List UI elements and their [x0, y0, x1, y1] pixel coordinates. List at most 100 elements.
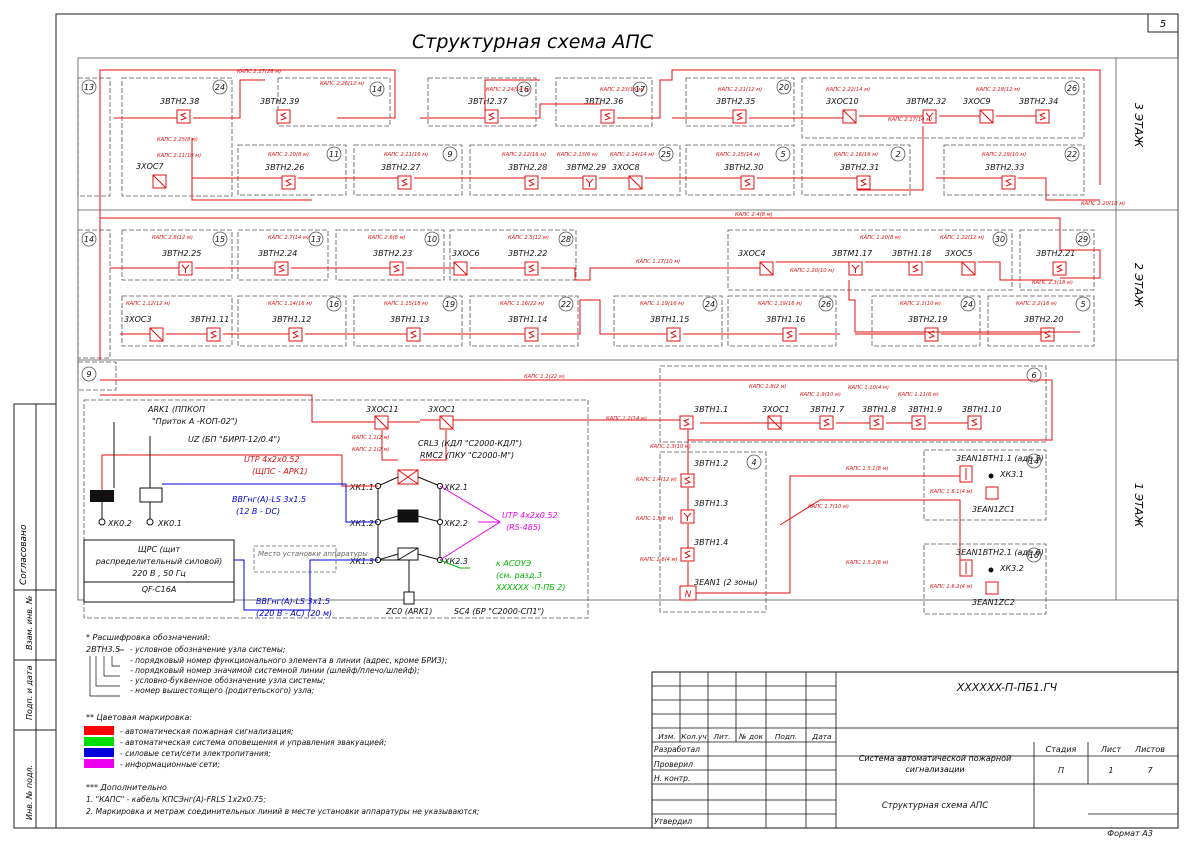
heat-detector-icon — [924, 327, 939, 342]
detector-glyph — [277, 264, 286, 273]
heat-detector-icon — [389, 261, 404, 276]
flame-detector-icon — [680, 509, 695, 524]
heat-detector-icon — [819, 415, 834, 430]
flame-detector-icon — [848, 261, 863, 276]
mcp-diag — [453, 261, 468, 276]
device-label-f1: 3ВТН1.9 — [908, 405, 942, 414]
device-label-f2: 3ВТН2.19 — [908, 315, 947, 324]
signal-line — [500, 103, 601, 119]
signal-line — [420, 79, 540, 119]
cable-tag-f3: КАПС 2.22(14 м) — [826, 87, 870, 93]
room-number-circle — [1026, 547, 1042, 563]
cable-tag-f2: КАПС 2.7(14 м) — [268, 235, 309, 241]
room-number: 14 — [84, 235, 94, 244]
device-label-f1: 3ВТН1.4 — [694, 538, 728, 547]
room-number-circle — [746, 454, 762, 470]
cable-tag-f3: КАПС 2.21(12 м) — [718, 87, 762, 93]
detector-glyph — [392, 264, 401, 273]
room-number: 19 — [445, 300, 455, 309]
cable-tag-f2: КАПС 1.20(10 м) — [790, 268, 834, 274]
page-number-box — [1147, 13, 1179, 33]
device-label-f2: 3ВТН2.23 — [373, 249, 412, 258]
room-number-circle — [442, 296, 458, 312]
zc-box — [985, 486, 999, 500]
device-label-f2: 3ХОС3 — [124, 315, 152, 324]
xk0-dot — [146, 518, 154, 526]
room-boxes — [77, 77, 1095, 619]
device-label-f3: 3ВТН2.34 — [1019, 97, 1058, 106]
acoug-note1: (см. разд.3 — [496, 571, 542, 580]
uz-label: UZ (БП "БИРП-12/0.4") — [188, 435, 280, 444]
shps-label: 220 В , 50 Гц — [132, 569, 186, 578]
title-block-header: Подп. — [775, 732, 797, 741]
flame-glyph — [585, 178, 594, 187]
device-label-f2: 3ХОС4 — [738, 249, 766, 258]
signal-line — [100, 217, 1101, 279]
detector-glyph — [487, 112, 496, 121]
ark-label: ARK1 (ППКОП — [147, 405, 205, 414]
stamp-inv-orig: Инв. № подл. — [25, 765, 34, 820]
utp1-note: (ЩПС - АРК1) — [252, 467, 308, 476]
signal-line — [541, 299, 667, 335]
mcp-diag — [759, 261, 774, 276]
legend-swatch — [84, 726, 114, 735]
device-label-f1: 3ХОС1 — [762, 405, 790, 414]
mcp-diag — [961, 261, 976, 276]
detector-glyph — [209, 330, 218, 339]
cable-tag-f3: КАПС 2.26(12 м) — [320, 81, 364, 87]
heat-detector-icon — [1052, 261, 1067, 276]
crl-glyph — [397, 469, 419, 485]
signal-line — [381, 430, 398, 461]
heat-detector-icon — [206, 327, 221, 342]
heat-detector-icon — [680, 547, 695, 562]
room-number: 24 — [705, 300, 715, 309]
title-block-header: Изм. — [658, 732, 675, 741]
detector-glyph — [527, 178, 536, 187]
device-label-f1: ХК3.2 — [999, 564, 1024, 573]
cable-tag-f1: КАПС 1.7(10 м) — [808, 504, 849, 510]
manual-call-point-icon — [842, 109, 857, 124]
legend-line: - условное обозначение узла системы; — [130, 645, 286, 654]
detector-glyph — [859, 178, 868, 187]
cable-tag-f3: КАПС 2.15(14 м) — [716, 152, 760, 158]
legend-swatch — [84, 748, 114, 757]
flame-detector-icon — [582, 175, 597, 190]
cable-tag-f1: КАПС 1.1(2 м) — [352, 435, 390, 441]
shps-label: распределительный силовой) — [95, 557, 223, 566]
signal-line — [617, 69, 1101, 185]
utp2-label: UTP 4x2x0.52 — [502, 511, 558, 520]
manual-call-point-icon — [152, 174, 167, 189]
room-number: 22 — [1067, 150, 1077, 159]
signal-line — [420, 430, 447, 461]
manual-call-point-icon — [149, 327, 164, 342]
cable-tag-f1: КАПС 1.10(4 м) — [848, 385, 889, 391]
room-number-circle — [326, 146, 342, 162]
cable-tag-f2: КАПС 1.15(18 м) — [384, 301, 428, 307]
vvg1-label: ВВГнг(А)-LS 3x1.5 — [232, 495, 306, 504]
ark-wires — [101, 422, 151, 522]
device-label-f1: 3ВТН1.10 — [962, 405, 1001, 414]
cable-tag-f1: КАПС 1.6(4 м) — [640, 557, 678, 563]
room-number-circle — [658, 146, 674, 162]
room-number: 13 — [311, 235, 321, 244]
detector-glyph — [683, 476, 692, 485]
room-number-circle — [702, 296, 718, 312]
room-number-circle — [1026, 453, 1042, 469]
detector-glyph — [911, 264, 920, 273]
detector-glyph — [785, 330, 794, 339]
flame-glyph — [181, 264, 190, 273]
room-number: 15 — [215, 235, 225, 244]
cable-tag-f3: КАПС 2.16(16 м) — [834, 152, 878, 158]
cable-tag-f3: КАПС 2.19(10 м) — [982, 152, 1026, 158]
heat-detector-icon — [967, 415, 982, 430]
cable-tag-f2: КАПС 2.1(10 м) — [900, 301, 941, 307]
manual-call-point-icon — [453, 261, 468, 276]
room-number: 5 — [780, 150, 785, 159]
detector-glyph — [527, 264, 536, 273]
heat-detector-icon — [176, 109, 191, 124]
device-label-f2: 3ВТН2.20 — [1024, 315, 1063, 324]
cable-tag-f3: КАПС 2.23(16 м) — [600, 87, 644, 93]
device-label-f1: 3ЕАN1ZC1 — [972, 505, 1015, 514]
xk-label: ХК0.2 — [107, 519, 132, 528]
cable-tag-f1: КАПС 1.3(10 м) — [650, 444, 691, 450]
